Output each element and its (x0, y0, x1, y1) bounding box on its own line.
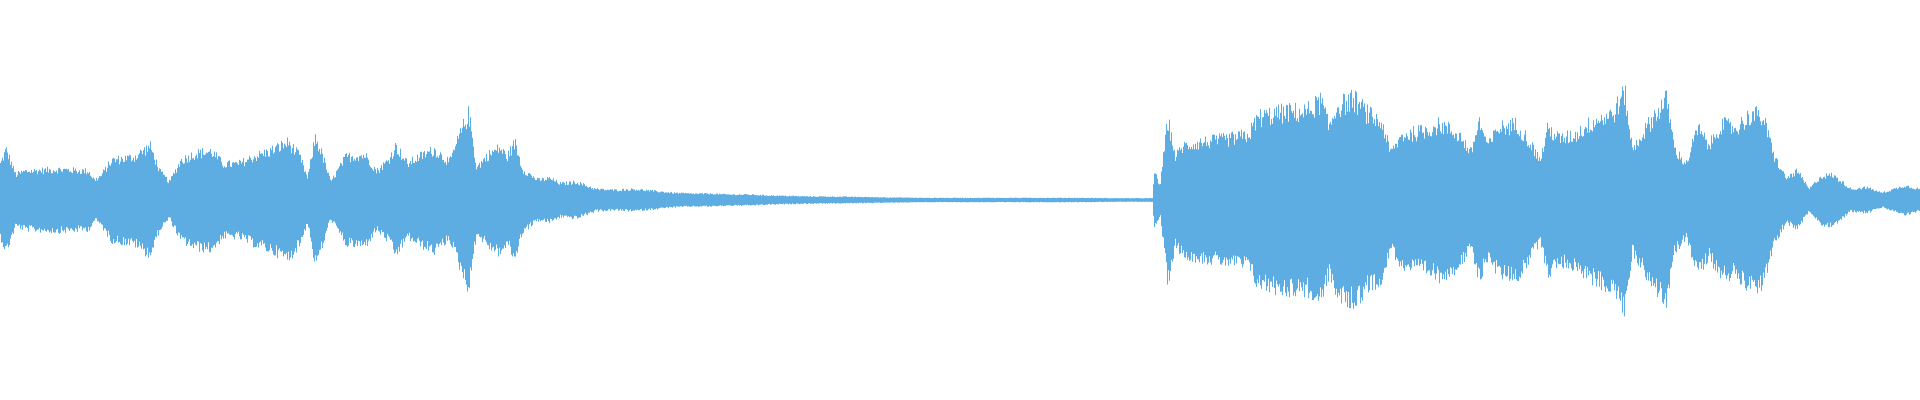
waveform-signal (0, 85, 1920, 317)
waveform-bars (0, 85, 1920, 317)
